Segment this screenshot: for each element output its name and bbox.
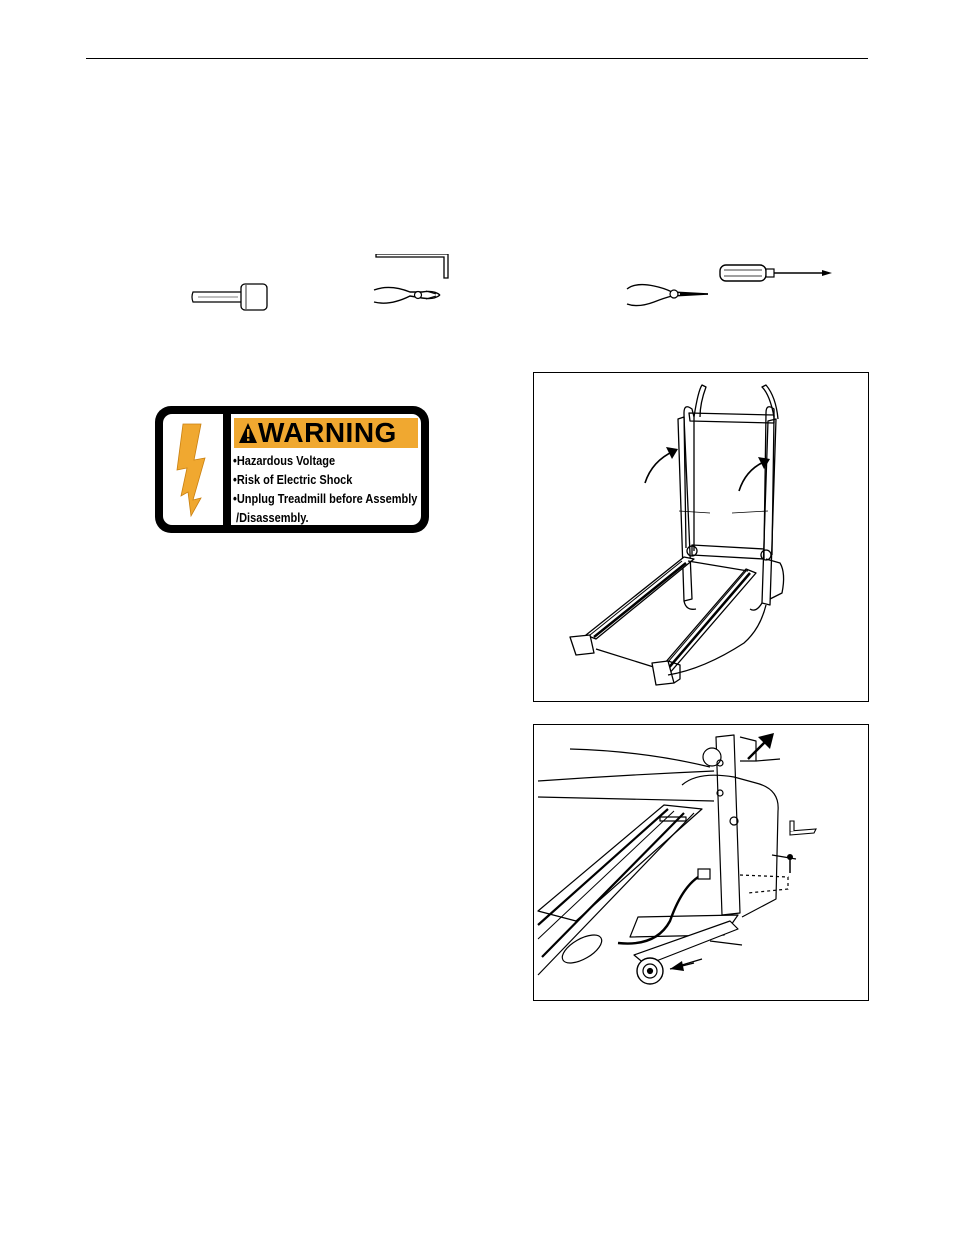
- lightning-bolt-icon: [163, 414, 223, 525]
- warning-line: •Hazardous Voltage: [233, 454, 336, 468]
- treadmill-base-wheel-detail-illustration: [537, 733, 817, 985]
- needlenose-pliers-icon: [624, 280, 710, 310]
- treadmill-upright-assembly-illustration: [569, 384, 785, 686]
- treadmill-base-figure: [533, 724, 869, 1001]
- warning-title: WARNING: [258, 417, 397, 448]
- adjustable-pliers-icon: [370, 282, 442, 308]
- treadmill-upright-figure: [533, 372, 869, 702]
- rubber-mallet-icon: [190, 282, 270, 314]
- header-rule: [86, 58, 868, 59]
- warning-line: /Disassembly.: [233, 511, 309, 525]
- phillips-screwdriver-icon: [718, 262, 836, 284]
- warning-triangle-icon: [239, 423, 257, 443]
- warning-label: WARNING •Hazardous Voltage •Risk of Elec…: [155, 406, 429, 533]
- warning-text-panel: WARNING •Hazardous Voltage •Risk of Elec…: [231, 414, 421, 525]
- warning-line: •Unplug Treadmill before Assembly: [233, 492, 418, 506]
- allen-wrench-icon: [374, 254, 450, 280]
- warning-header: WARNING: [234, 418, 418, 448]
- warning-line: •Risk of Electric Shock: [233, 473, 353, 487]
- warning-lines: •Hazardous Voltage •Risk of Electric Sho…: [233, 452, 421, 528]
